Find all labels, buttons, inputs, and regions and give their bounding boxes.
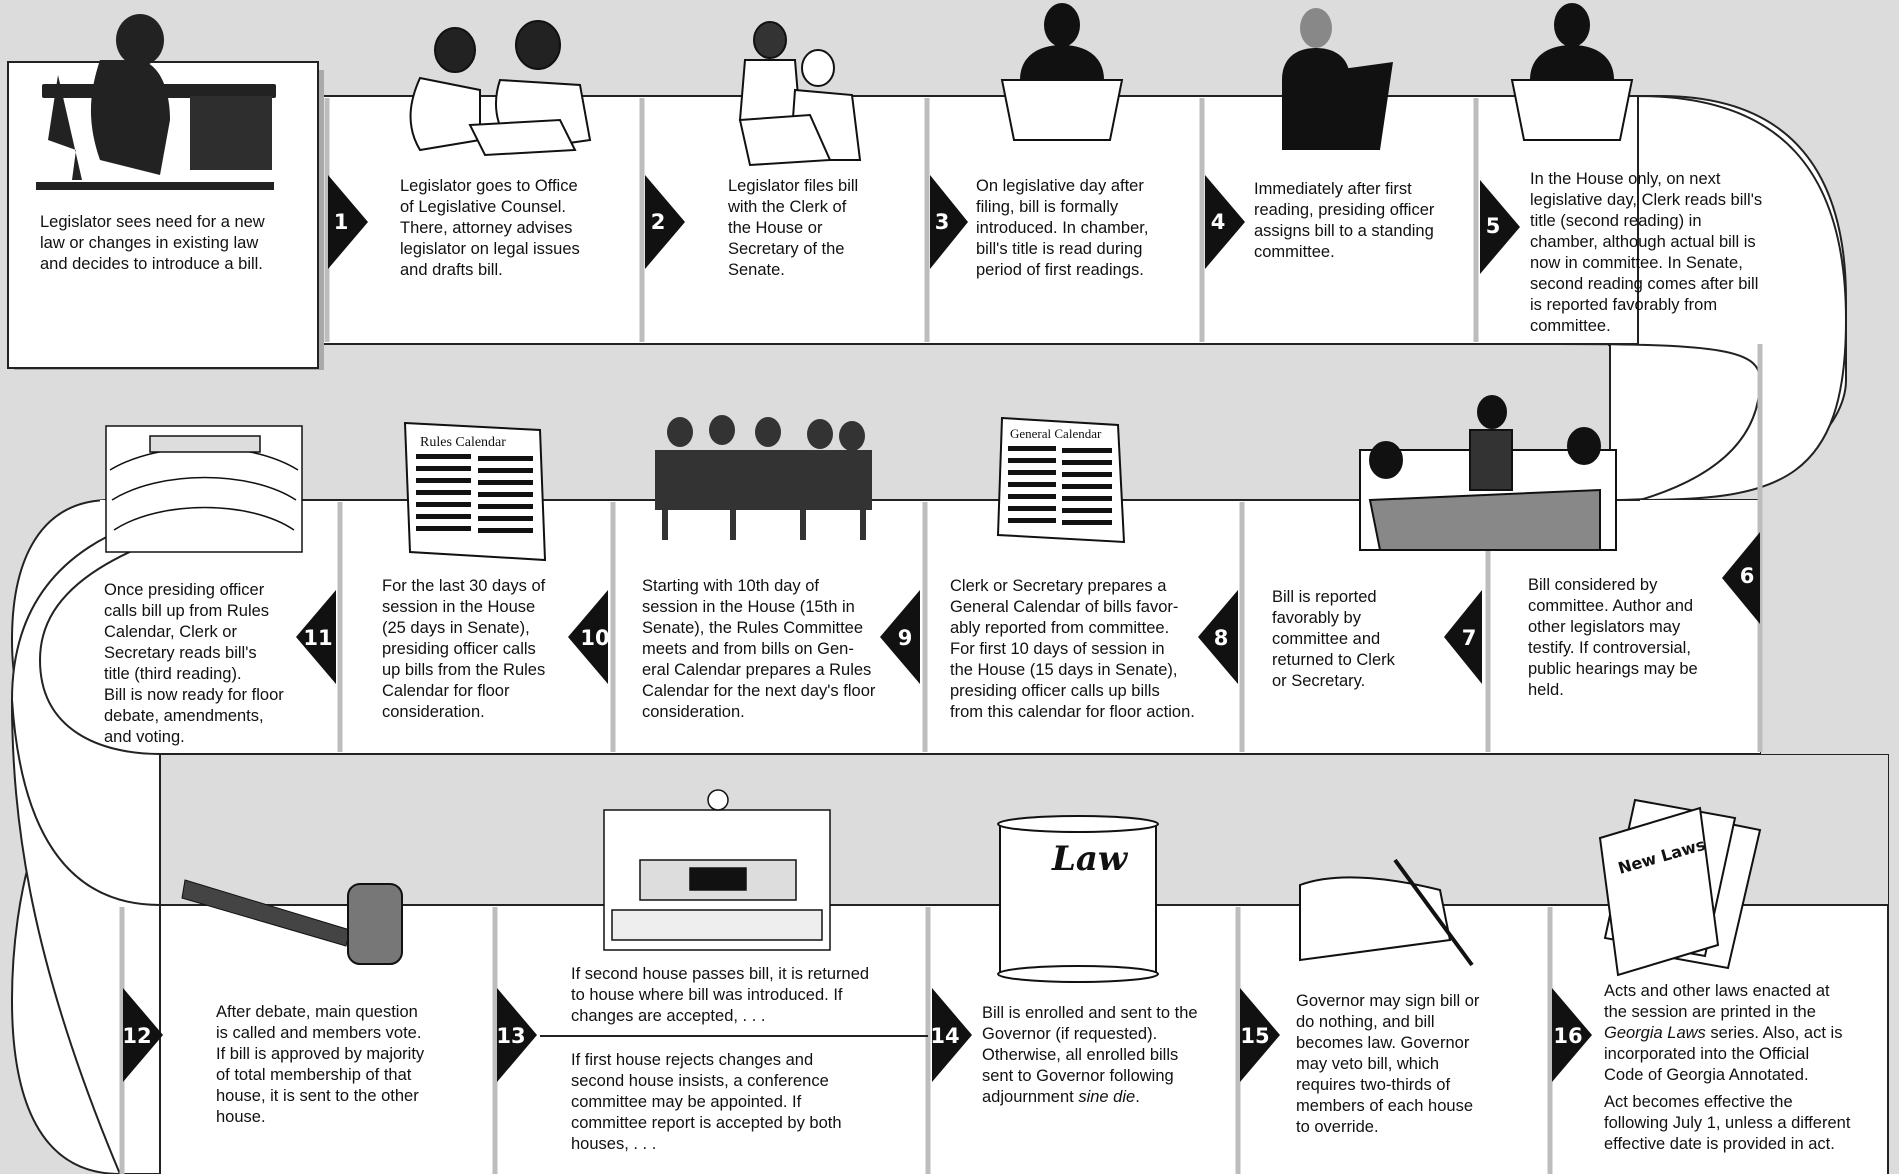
arrow-1	[328, 175, 368, 269]
step-number-12: 12	[122, 1024, 152, 1048]
step-number-2: 2	[650, 210, 666, 234]
law-scroll-icon: Law	[997, 815, 1159, 983]
committee-meeting-icon	[1359, 395, 1617, 551]
step-number-5: 5	[1485, 214, 1501, 238]
step-13-text-a: If second house passes bill, it is retur…	[571, 965, 870, 1025]
step-number-1: 1	[333, 210, 349, 234]
podium-speaker-icon-3	[1000, 3, 1124, 141]
step-number-4: 4	[1210, 210, 1226, 234]
senate-chamber-icon	[105, 425, 303, 553]
arrow-14	[932, 988, 972, 1082]
arrow-2	[645, 175, 685, 269]
arrow-8	[1198, 590, 1238, 684]
counsel-meeting-icon	[409, 20, 592, 157]
rules-calendar-label: Rules Calendar	[420, 435, 506, 450]
arrow-11	[296, 590, 336, 684]
legislator-thinking-icon	[36, 14, 276, 190]
general-calendar-icon: General Calendar	[996, 416, 1126, 544]
committee-silhouette-icon	[655, 415, 872, 540]
step-number-6: 6	[1739, 564, 1755, 588]
step-number-3: 3	[934, 210, 950, 234]
presiding-officer-icon	[1282, 8, 1393, 150]
arrow-6	[1722, 532, 1760, 624]
step-number-13: 13	[496, 1024, 526, 1048]
row3-dividers	[119, 907, 1553, 1174]
arrow-markers	[123, 175, 1760, 1082]
row1-dividers	[324, 98, 1479, 342]
podium-speaker-icon-5	[1510, 3, 1634, 141]
arrow-4	[1205, 175, 1245, 269]
clerk-filing-icon	[738, 21, 862, 167]
step-number-8: 8	[1213, 626, 1229, 650]
step-16-text: Acts and other laws enacted at the sessi…	[1604, 982, 1851, 1153]
step-number-10: 10	[580, 626, 610, 650]
capitol-chamber-icon	[603, 789, 831, 951]
step-number-15: 15	[1240, 1024, 1270, 1048]
arrow-10	[568, 590, 608, 684]
step-number-7: 7	[1461, 626, 1477, 650]
arrow-13	[497, 988, 537, 1082]
arrow-16	[1552, 988, 1592, 1082]
general-calendar-label: General Calendar	[1010, 426, 1102, 441]
signing-pen-hand-icon	[1299, 858, 1474, 967]
arrow-7	[1444, 590, 1482, 684]
law-label: Law	[1051, 839, 1129, 879]
rules-calendar-icon: Rules Calendar	[403, 421, 547, 562]
arrow-3	[930, 175, 968, 269]
step-number-14: 14	[930, 1024, 960, 1048]
new-laws-document-icon: New Laws	[1598, 798, 1762, 977]
curve-right	[1559, 94, 1848, 501]
arrow-5	[1480, 180, 1520, 274]
arrow-9	[880, 590, 920, 684]
step-number-11: 11	[303, 626, 333, 650]
gavel-icon	[181, 879, 403, 965]
arrow-12	[123, 988, 163, 1082]
step-number-16: 16	[1553, 1024, 1583, 1048]
step-number-9: 9	[897, 626, 913, 650]
arrow-15	[1240, 988, 1280, 1082]
